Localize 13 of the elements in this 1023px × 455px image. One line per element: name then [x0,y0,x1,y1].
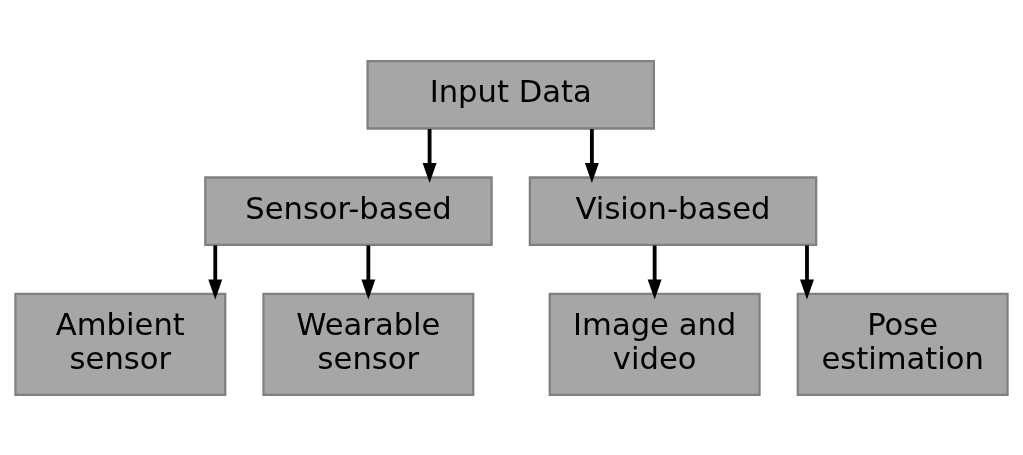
arrow [800,244,814,299]
node-box: Wearable sensor [262,292,475,396]
arrow [361,244,376,299]
node-box: Ambient sensor [14,292,227,396]
arrow [647,244,662,299]
node-box: Input Data [366,59,656,130]
node-box: Pose estimation [796,292,1009,396]
arrow [422,128,437,183]
arrow [208,244,223,299]
node-box: Sensor-based [204,175,493,246]
node-box: Vision-based [528,175,818,246]
node-box: Image and video [548,292,761,396]
arrow [584,128,599,183]
